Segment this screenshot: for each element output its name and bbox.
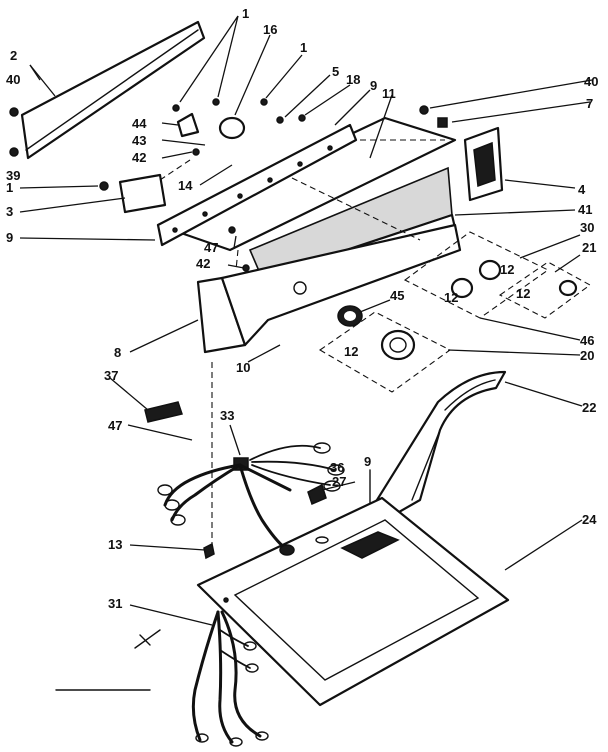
callout-31: 31 — [108, 596, 122, 611]
part-13-grommet — [203, 542, 215, 560]
callout-1: 1 — [242, 6, 249, 21]
part-44-bracket — [176, 112, 200, 138]
callout-42: 42 — [196, 256, 210, 271]
callout-41: 41 — [578, 202, 592, 217]
callout-47: 47 — [204, 240, 218, 255]
part-37-terminal-block — [144, 401, 183, 423]
callout-9: 9 — [370, 78, 377, 93]
callout-7: 7 — [586, 96, 593, 111]
part-45-ring — [337, 305, 363, 327]
callout-12: 12 — [516, 286, 530, 301]
callout-10: 10 — [236, 360, 250, 375]
part-21-knob-group — [498, 261, 592, 319]
wiring-harness-31 — [191, 610, 269, 747]
callout-24: 24 — [582, 512, 597, 527]
callout-14: 14 — [178, 178, 193, 193]
callout-2: 2 — [10, 48, 17, 63]
callout-36: 36 — [330, 460, 344, 475]
callout-40: 40 — [584, 74, 598, 89]
part-20-knob-group — [318, 311, 452, 393]
callout-22: 22 — [582, 400, 596, 415]
callout-8: 8 — [114, 345, 121, 360]
console-front-panel — [220, 223, 462, 347]
part-9-rear-bracket — [156, 123, 358, 247]
callout-11: 11 — [382, 86, 396, 101]
callout-12: 12 — [444, 290, 458, 305]
callout-30: 30 — [580, 220, 594, 235]
callout-44: 44 — [132, 116, 147, 131]
screws-40-7-right — [419, 105, 448, 128]
callout-21: 21 — [582, 240, 596, 255]
callout-45: 45 — [390, 288, 404, 303]
callout-13: 13 — [108, 537, 122, 552]
callout-20: 20 — [580, 348, 594, 363]
callout-18: 18 — [346, 72, 360, 87]
callout-40: 40 — [6, 72, 20, 87]
callout-16: 16 — [263, 22, 277, 37]
callout-27: 27 — [332, 474, 346, 489]
part-22-wire-duct — [370, 370, 507, 522]
part-4-end-panel — [463, 126, 504, 202]
callout-46: 46 — [580, 333, 594, 348]
callout-33: 33 — [220, 408, 234, 423]
callout-5: 5 — [332, 64, 339, 79]
callout-9: 9 — [6, 230, 13, 245]
part-30-knob-group — [403, 231, 550, 319]
alignment-lines — [159, 139, 445, 545]
leader-lines — [19, 15, 593, 626]
part-2-rear-strip — [20, 20, 206, 160]
callout-9: 9 — [364, 454, 371, 469]
callout-3: 3 — [6, 204, 13, 219]
screws-40-39-left — [9, 107, 19, 157]
callout-labels: 1 16 1 5 18 9 11 2 40 39 44 43 42 14 1 3… — [6, 6, 598, 611]
callout-1: 1 — [6, 180, 13, 195]
callout-12: 12 — [344, 344, 358, 359]
callout-37: 37 — [104, 368, 118, 383]
callout-4: 4 — [578, 182, 586, 197]
callout-39: 39 — [6, 168, 20, 183]
callout-42: 42 — [132, 150, 146, 165]
part-24-top-panel — [196, 496, 510, 707]
wiring-harness-upper — [157, 442, 345, 556]
part-3-switch — [99, 173, 167, 214]
part-16-component — [218, 116, 246, 140]
callout-43: 43 — [132, 133, 146, 148]
callout-12: 12 — [500, 262, 514, 277]
part-27-clip — [307, 469, 371, 506]
callout-47: 47 — [108, 418, 122, 433]
stray-marks — [55, 629, 161, 691]
callout-1: 1 — [300, 40, 307, 55]
